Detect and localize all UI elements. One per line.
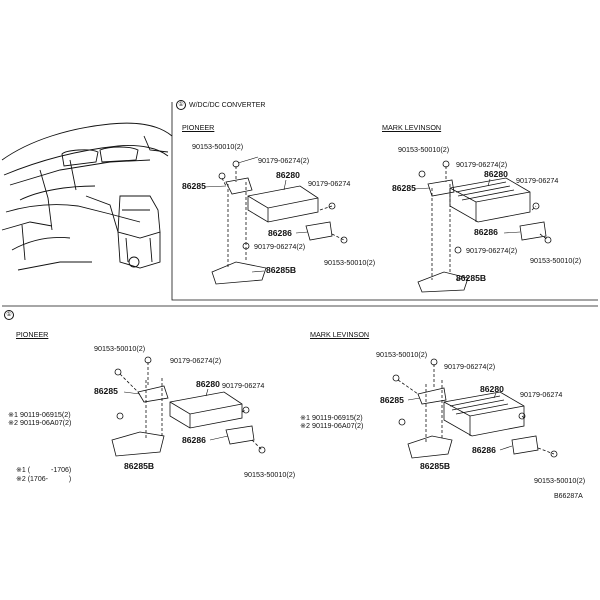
top-pioneer-nut-c-label: 90179-06274(2): [254, 242, 306, 251]
figure-code: B66287A: [554, 493, 583, 500]
top-pioneer-screw-a-label: 90153-50010(2): [192, 142, 244, 151]
top-pioneer-amp-label: 86280: [276, 170, 300, 180]
bottom-ml-bracket-b-label: 86285B: [420, 461, 451, 471]
bottom-pioneer-bracket-label: 86285: [94, 386, 118, 396]
footnote-2: ※2 (1706- ): [16, 476, 72, 483]
bottom-ml-screw-a-label: 90153-50010(2): [376, 350, 428, 359]
top-pioneer-bracket2-label: 86286: [268, 228, 292, 238]
bottom-pioneer-header: PIONEER: [16, 330, 49, 339]
top-ml-nut-a-label: 90179-06274(2): [456, 160, 508, 169]
top-pioneer-header: PIONEER: [182, 123, 215, 132]
top-ml-bracket-label: 86285: [392, 183, 416, 193]
bottom-ml-bolt2-label: ※2 90119-06A07(2): [300, 421, 364, 430]
top-ml-nut-c-label: 90179-06274(2): [466, 246, 518, 255]
bottom-pioneer-screw-a-label: 90153-50010(2): [94, 344, 146, 353]
bottom-ml-screw-b-label: 90153-50010(2): [534, 476, 586, 485]
bottom-pioneer-amp-label: 86280: [196, 379, 220, 389]
bottom-pioneer-bolt1-label: ※1 90119-06915(2): [8, 410, 71, 419]
bottom-pioneer-assembly: [111, 356, 266, 457]
top-ml-amp-label: 86280: [484, 169, 508, 179]
bottom-mark-levinson-assembly: [392, 358, 558, 459]
leader-lines: [123, 156, 521, 451]
section-marker: ①: [176, 100, 186, 110]
top-ml-bracket2-label: 86286: [474, 227, 498, 237]
top-mark-levinson-assembly: [417, 160, 552, 293]
top-ml-screw-a-label: 90153-50010(2): [398, 145, 450, 154]
top-ml-screw-b-label: 90153-50010(2): [530, 256, 582, 265]
bottom-pioneer-nut-a-label: 90179-06274(2): [170, 356, 222, 365]
bottom-pioneer-bolt2-label: ※2 90119-06A07(2): [8, 418, 72, 427]
top-mark-levinson-header: MARK LEVINSON: [382, 123, 442, 132]
top-pioneer-nut-b-label: 90179-06274: [308, 179, 351, 188]
bottom-pioneer-bracket-b-label: 86285B: [124, 461, 155, 471]
bottom-pioneer-screw-b-label: 90153-50010(2): [244, 470, 296, 479]
bottom-pioneer-bracket2-label: 86286: [182, 435, 206, 445]
top-pioneer-screw-b-label: 90153-50010(2): [324, 258, 376, 267]
bottom-ml-amp-label: 86280: [480, 384, 504, 394]
bottom-ml-nut-b-label: 90179-06274: [520, 390, 563, 399]
top-ml-nut-b-label: 90179-06274: [516, 176, 559, 185]
bottom-ml-nut-a-label: 90179-06274(2): [444, 362, 496, 371]
top-section-frame: [171, 102, 598, 301]
top-ml-bracket-b-label: 86285B: [456, 273, 487, 283]
bottom-section-title: ①: [4, 310, 17, 320]
bottom-pioneer-nut-b-label: 90179-06274: [222, 381, 265, 390]
bottom-ml-bracket-label: 86285: [380, 395, 404, 405]
bottom-ml-bracket2-label: 86286: [472, 445, 496, 455]
bottom-mark-levinson-header: MARK LEVINSON: [310, 330, 370, 339]
top-pioneer-nut-a-label: 90179-06274(2): [258, 156, 310, 165]
section-marker: ①: [4, 310, 14, 320]
bottom-ml-bolt1-label: ※1 90119-06915(2): [300, 413, 363, 422]
top-section-title-text: W/DC/DC CONVERTER: [189, 101, 266, 109]
top-pioneer-bracket-label: 86285: [182, 181, 206, 191]
top-pioneer-assembly: [211, 160, 348, 285]
vehicle-dashboard-sketch: [1, 122, 173, 271]
top-pioneer-bracket-b-label: 86285B: [266, 265, 297, 275]
footnote-1: ※1 ( -1706): [16, 467, 72, 474]
